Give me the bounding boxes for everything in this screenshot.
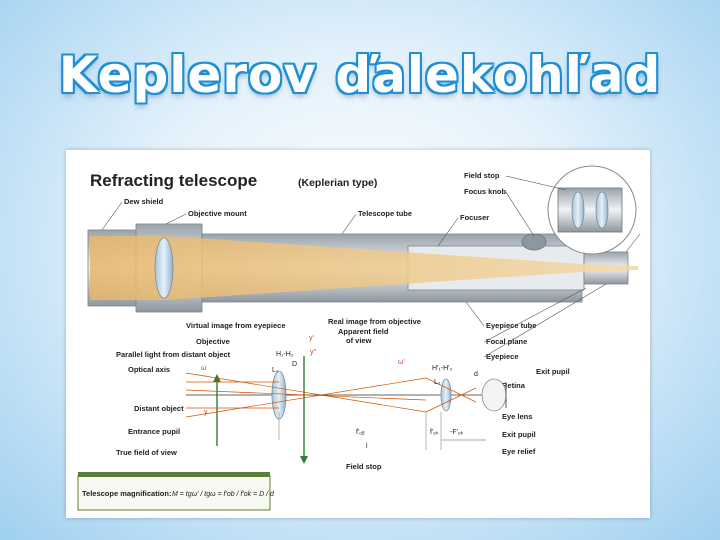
telescope-body <box>87 223 638 313</box>
symbol-l: l <box>366 443 368 450</box>
symbol-l2: L₂ <box>434 379 441 386</box>
light-cone <box>90 236 638 300</box>
slide-title: Keplerov ďalekohľad <box>58 46 662 104</box>
label-eye-relief: Eye relief <box>502 447 536 456</box>
pupil-lines <box>278 412 442 450</box>
symbol-omega: ω <box>201 365 207 372</box>
label-apparent-field-2: of view <box>346 336 372 345</box>
label-retina: Retina <box>502 381 526 390</box>
symbol-omega-prime: ω' <box>398 359 405 366</box>
diagram-heading: Refracting telescope <box>90 171 257 190</box>
diagram-eyepiece-lens <box>440 378 452 412</box>
telescope-diagram-svg: Refracting telescope (Keplerian type) De… <box>77 165 641 511</box>
symbol-y-prime: y' <box>309 335 314 342</box>
label-dew-shield: Dew shield <box>124 197 164 206</box>
leader-lines-right <box>465 283 607 358</box>
objective-lens-shape <box>154 237 174 299</box>
telescope-diagram: Refracting telescope (Keplerian type) De… <box>66 150 650 518</box>
symbol-y: y <box>204 409 208 416</box>
symbol-d-upper: D <box>292 361 297 368</box>
label-focus-knob: Focus knob <box>464 187 507 196</box>
label-exit-pupil-2: Exit pupil <box>502 430 536 439</box>
focus-knob-shape <box>521 233 547 251</box>
symbol-f-ok-neg: -F'ₒₖ <box>450 429 464 436</box>
label-true-field: True field of view <box>116 448 177 457</box>
label-exit-pupil-1: Exit pupil <box>536 367 570 376</box>
symbol-y-double: y" <box>310 349 317 356</box>
ray-diagram <box>185 356 507 464</box>
symbol-d-lower: d <box>474 371 478 378</box>
light-rays <box>185 372 477 418</box>
eyepiece-zoom-inset <box>547 165 641 255</box>
label-telescope-tube: Telescope tube <box>358 209 412 218</box>
label-optical-axis: Optical axis <box>128 365 170 374</box>
eye-shape <box>481 378 507 412</box>
formula-expression: M = tgω' / tgω = f'ob / f'ok = D / d <box>172 491 275 498</box>
symbol-h1h2: H₁-H₂ <box>276 351 294 358</box>
formula-label: Telescope magnification: <box>82 489 171 498</box>
leader-lines-top <box>101 175 567 247</box>
symbol-l1: L₁ <box>272 367 279 374</box>
label-real-image: Real image from objective <box>328 317 421 326</box>
label-eyepiece: Eyepiece <box>486 352 519 361</box>
label-virtual-image: Virtual image from eyepiece <box>186 321 286 330</box>
label-entrance-pupil: Entrance pupil <box>128 427 180 436</box>
label-distant-object: Distant object <box>134 404 184 413</box>
label-objective-mount: Objective mount <box>188 209 247 218</box>
diagram-objective-lens <box>271 370 287 420</box>
label-parallel-light: Parallel light from distant object <box>116 350 231 359</box>
label-eye-lens: Eye lens <box>502 412 532 421</box>
label-field-stop-bottom: Field stop <box>346 462 382 471</box>
symbol-f-ok: f'ₒₖ <box>430 429 439 436</box>
magnification-formula-box: Telescope magnification: M = tgω' / tgω … <box>77 472 275 511</box>
label-eyepiece-tube: Eyepiece tube <box>486 321 536 330</box>
label-objective: Objective <box>196 337 230 346</box>
symbol-h1h2-prime: H'₁-H'₂ <box>432 365 452 372</box>
label-field-stop-top: Field stop <box>464 171 500 180</box>
symbol-f-ob: f'ₒᵦ <box>356 429 365 436</box>
label-focuser: Focuser <box>460 213 489 222</box>
diagram-subheading: (Keplerian type) <box>298 177 377 189</box>
label-apparent-field-1: Apparent field <box>338 327 389 336</box>
label-focal-plane: Focal plane <box>486 337 527 346</box>
